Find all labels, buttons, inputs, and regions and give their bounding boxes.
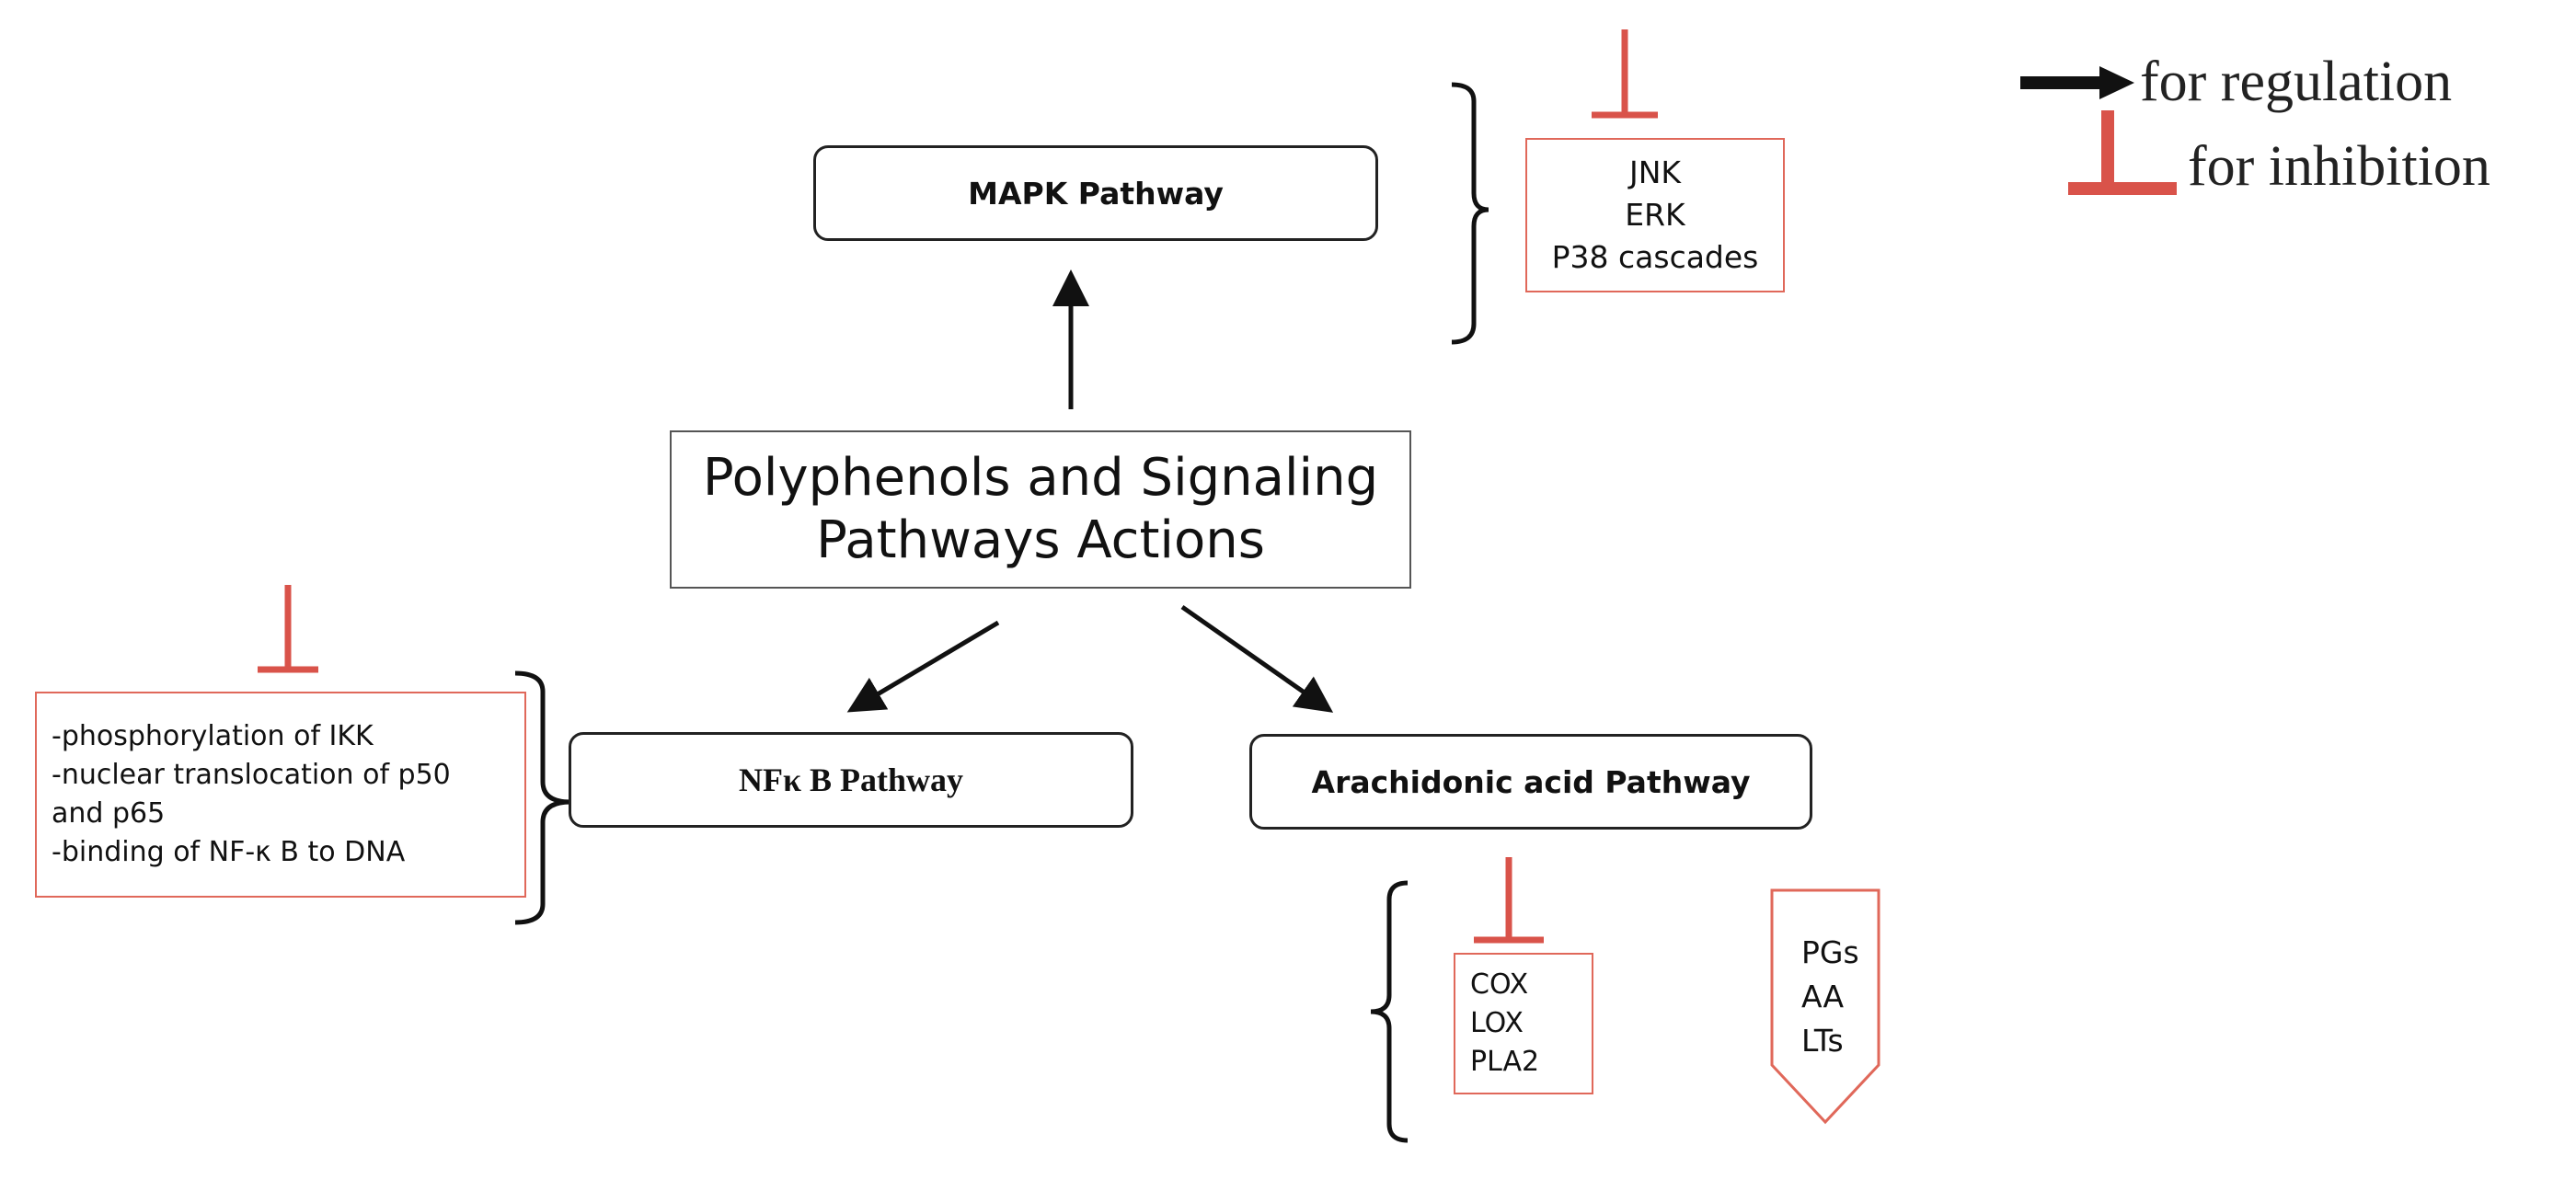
product-aa: AA xyxy=(1801,978,1845,1014)
products-shape xyxy=(1770,888,1880,1125)
mapk-targets-box: JNK ERK P38 cascades xyxy=(1525,138,1785,292)
nfkb-targets-box: -phosphorylation of IKK -nuclear translo… xyxy=(35,692,526,898)
mapk-target-jnk: JNK xyxy=(1628,154,1682,190)
arachidonic-enzymes-box: COX LOX PLA2 xyxy=(1454,953,1593,1094)
mapk-target-p38: P38 cascades xyxy=(1551,239,1759,276)
mapk-brace xyxy=(1451,82,1489,345)
mapk-target-erk: ERK xyxy=(1625,196,1685,233)
nfkb-pathway-label: NFκ B Pathway xyxy=(739,762,963,798)
mapk-pathway-label: MAPK Pathway xyxy=(968,175,1224,212)
product-pgs: PGs xyxy=(1801,934,1859,970)
central-title-line1: Polyphenols and Signaling xyxy=(702,447,1379,508)
nfkb-target-1: -phosphorylation of IKK xyxy=(52,720,374,752)
inhibition-symbol-icon xyxy=(2068,110,2177,195)
mapk-inhibition-icon xyxy=(1592,29,1658,119)
arachidonic-inhibition-icon xyxy=(1474,857,1544,944)
enzyme-cox: COX xyxy=(1470,968,1529,1001)
arachidonic-pathway-label: Arachidonic acid Pathway xyxy=(1311,763,1751,800)
legend-regulation-label: for regulation xyxy=(2140,51,2453,113)
nfkb-target-4: -binding of NF-κ B to DNA xyxy=(52,836,406,868)
nfkb-target-2: -nuclear translocation of p50 xyxy=(52,759,451,791)
arachidonic-products: PGs AA LTs xyxy=(1801,931,1859,1063)
nfkb-pathway-node: NFκ B Pathway xyxy=(569,732,1133,828)
mapk-pathway-node: MAPK Pathway xyxy=(813,145,1378,241)
enzyme-pla2: PLA2 xyxy=(1470,1046,1540,1078)
arachidonic-brace xyxy=(1370,880,1409,1143)
product-lts: LTs xyxy=(1801,1022,1844,1059)
arrow-to-nfkb xyxy=(846,620,1000,713)
nfkb-target-3: and p65 xyxy=(52,797,166,830)
arachidonic-pathway-node: Arachidonic acid Pathway xyxy=(1249,734,1812,830)
central-node: Polyphenols and Signaling Pathways Actio… xyxy=(670,430,1411,589)
enzyme-lox: LOX xyxy=(1470,1007,1524,1039)
nfkb-inhibition-icon xyxy=(258,585,318,673)
regulation-arrow-icon xyxy=(2020,66,2134,99)
central-title-line2: Pathways Actions xyxy=(816,510,1265,570)
arrow-to-arachidonic xyxy=(1180,604,1334,713)
legend-inhibition-label: for inhibition xyxy=(2188,135,2490,198)
